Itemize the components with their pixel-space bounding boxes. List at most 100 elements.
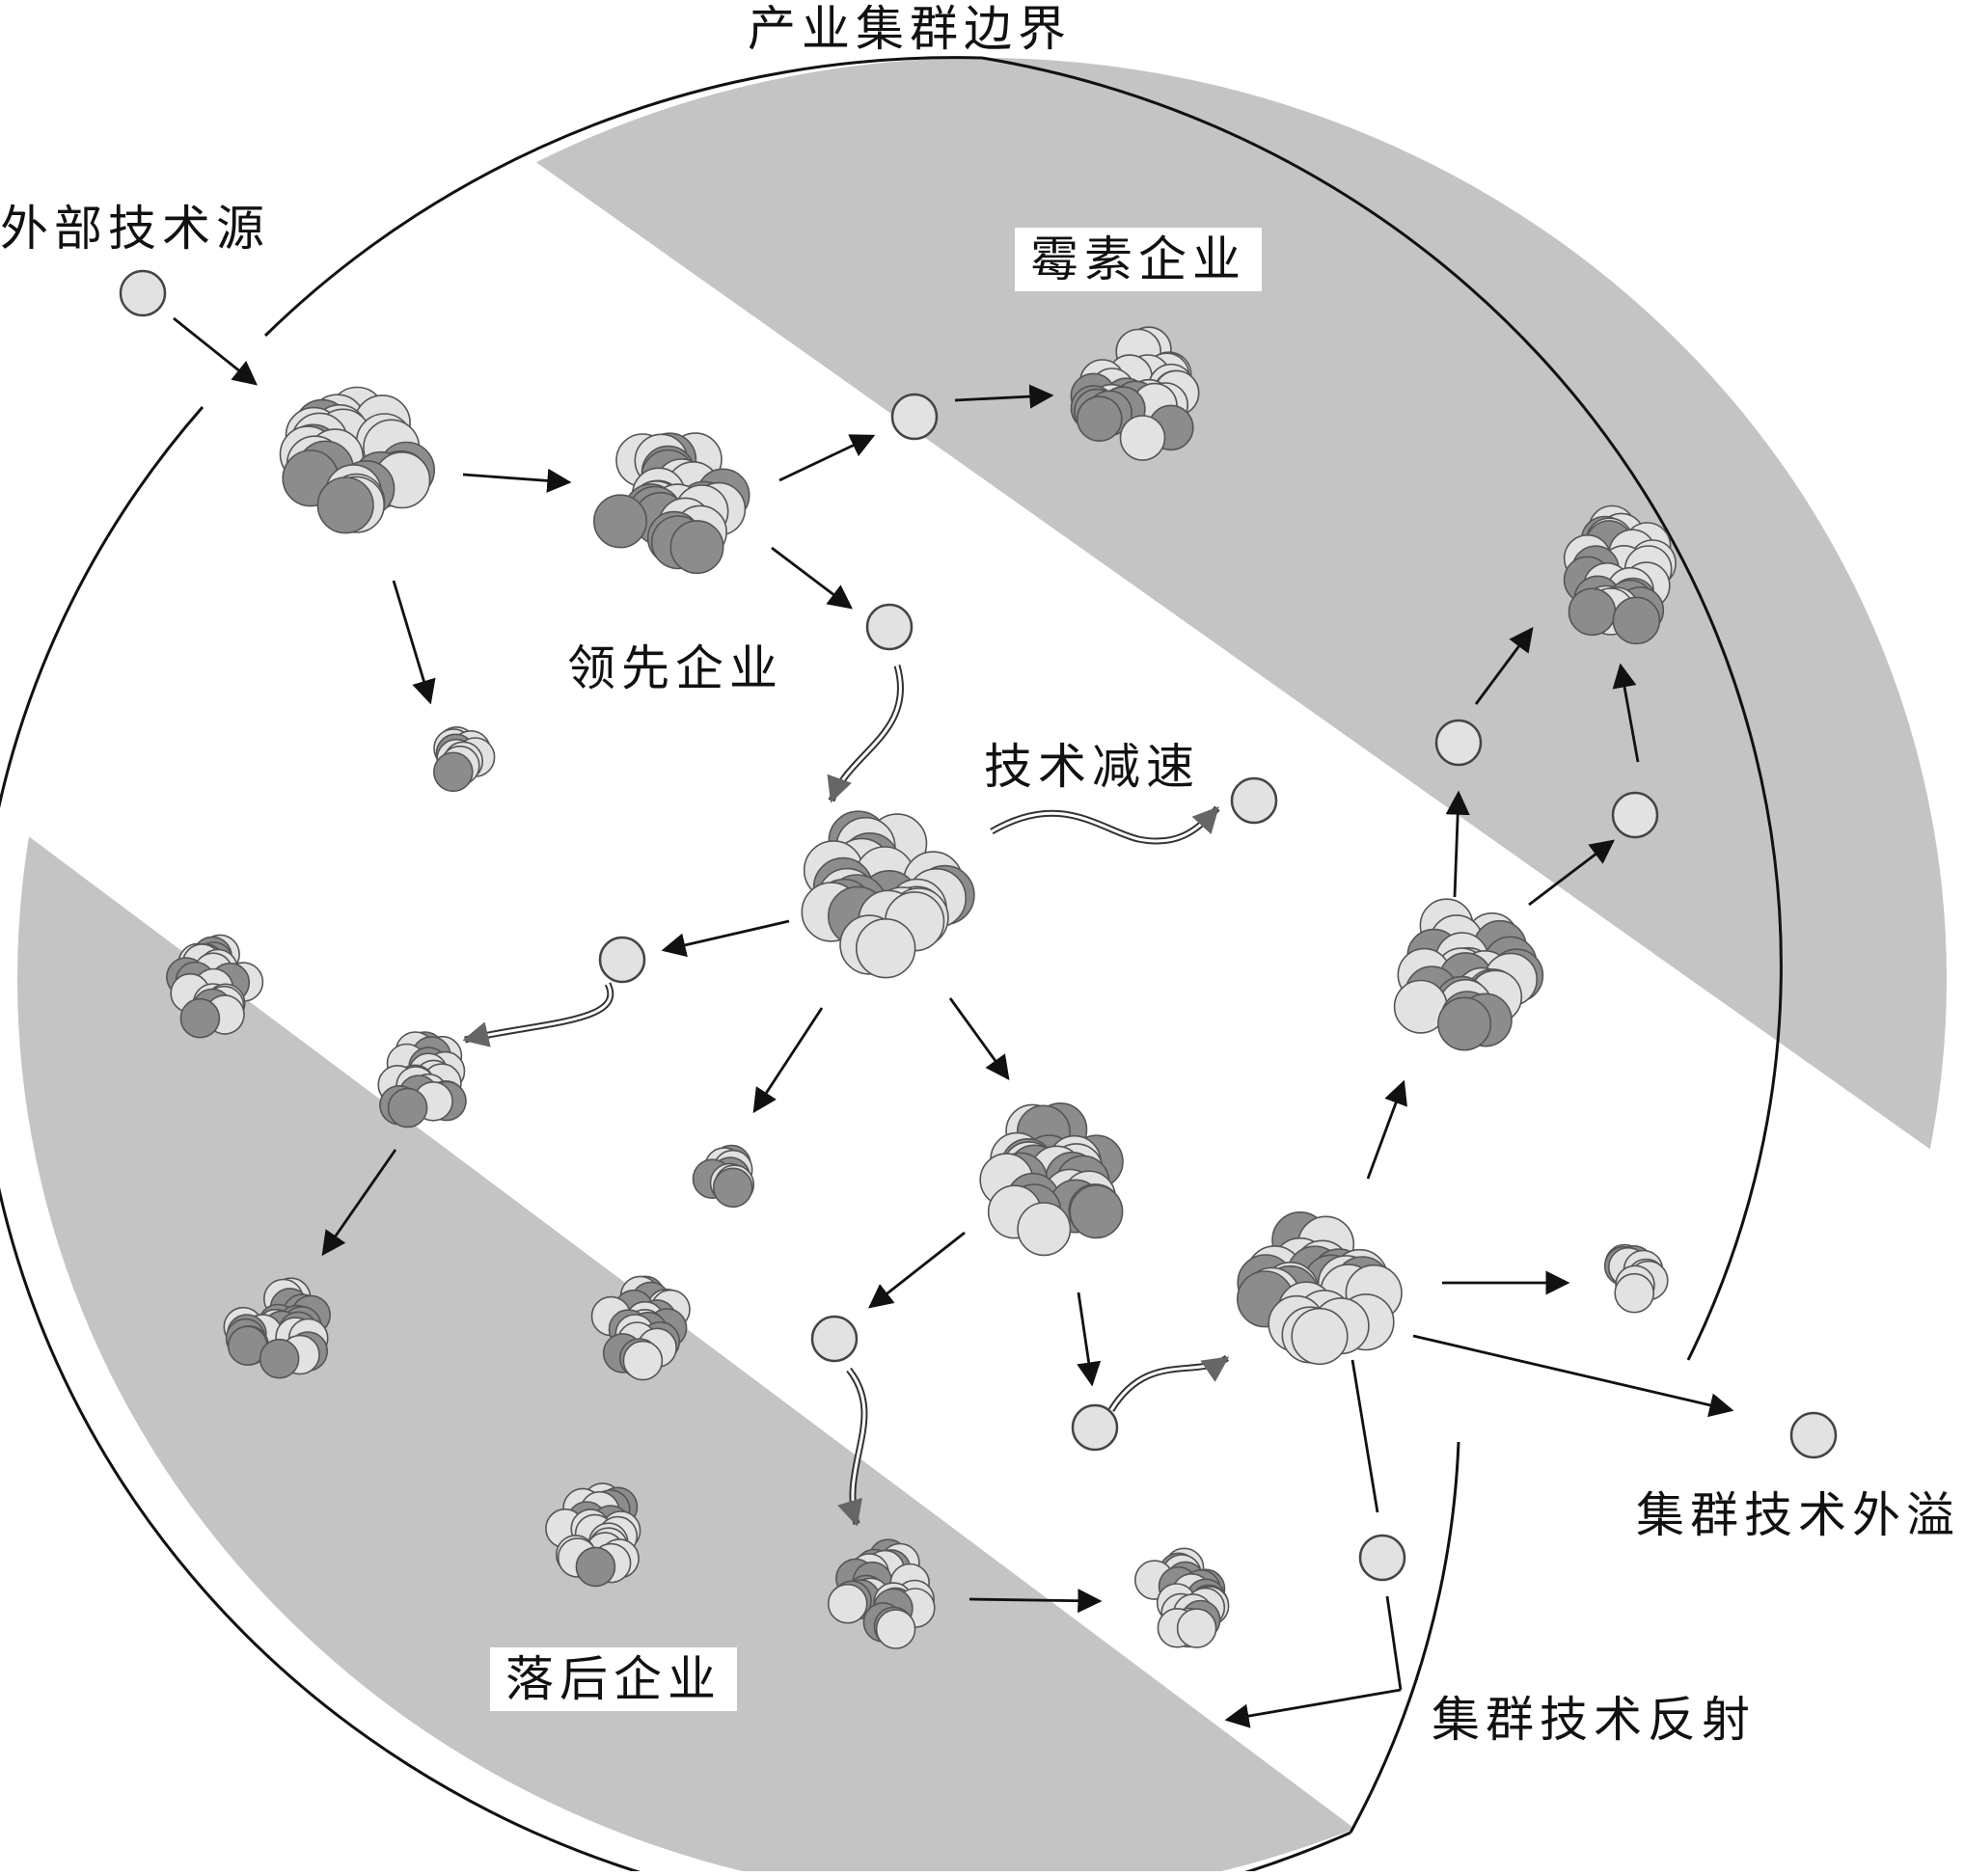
boundary-arc-right [981,56,1783,1361]
cluster-small-right [1603,1243,1669,1314]
arrow-center-to-left-node [661,919,790,958]
cluster-center-lower [979,1102,1124,1257]
arrow-center-to-small [752,1007,824,1114]
arrow-lower-down [1077,1291,1102,1387]
cluster-lagging-top-left [166,934,264,1039]
arrow-reflection-to-lagging [1224,1688,1402,1728]
arrow-right-to-spillover-up [1445,790,1470,898]
arrow-second-to-node [778,434,876,482]
arrow-lower-to-node [868,1231,966,1309]
label-cluster-boundary: 产业集群边界 [748,1,1072,57]
firm-sphere [669,520,724,575]
arrow-right-to-spillover-right [1528,839,1616,907]
arrow-second-to-node-b [771,546,854,610]
wave-down-to-lagging [837,1367,868,1527]
firm-sphere [1077,395,1123,443]
wave-node-to-right [1108,1355,1230,1412]
node-spillover-right [1611,791,1659,839]
label-tech-lag-firms: 霉素企业 [1015,228,1262,291]
cluster-right-large [1393,898,1544,1051]
cluster-tech-lag-right [1563,504,1677,645]
boundary-arc-bottom-left [0,406,1351,1876]
node-down-branch [810,1315,859,1363]
firm-sphere [1612,596,1661,645]
cluster-leading-second [592,432,750,575]
arrow-source-to-leading [173,316,258,386]
firm-sphere [179,997,221,1039]
cluster-lagging-mid [377,1031,467,1128]
cluster-small-center [692,1144,755,1209]
technology-nodes [119,269,1838,1582]
reflection-line-lower [1385,1595,1403,1691]
boundary-arc-top-left [263,56,983,338]
cluster-lagging-center [590,1275,691,1381]
label-cluster-reflection: 集群技术反射 [1432,1692,1756,1748]
firm-sphere [622,1340,664,1381]
arrow-to-cluster-spillover [1412,1334,1734,1418]
firm-clusters [166,326,1677,1649]
cluster-boundary [0,56,1783,1876]
arrow-leading-to-small [392,580,436,705]
label-cluster-spillover: 集群技术外溢 [1636,1487,1960,1543]
firm-sphere [855,917,916,979]
node-cluster-spillover [1789,1411,1838,1459]
firm-sphere [1614,1272,1654,1314]
upper-band [386,58,1947,1244]
wave-left-to-lagging [462,982,614,1047]
node-reflection [1358,1534,1406,1582]
cluster-lagging-bottom-right [1134,1547,1230,1648]
wave-slowdown [990,805,1220,845]
node-external-source [119,269,167,317]
node-from-leading [865,603,914,651]
firm-sphere [387,1087,428,1128]
arrow-node-to-tech-lag [954,384,1054,409]
firm-sphere [712,1167,753,1209]
label-leading-firms: 领先企业 [567,640,783,696]
cluster-lagging-left [223,1277,332,1379]
node-tech-slowdown [1230,776,1278,825]
node-to-tech-lag [890,393,939,441]
boundary-arc-bottom-right [1349,1441,1460,1834]
label-external-source: 外部技术源 [0,201,270,257]
node-spillover-up [1434,719,1483,767]
cluster-right-lower [1236,1210,1403,1366]
arrow-right-lower-up [1366,1079,1407,1180]
arrow-spillover-up-to-cluster [1474,626,1534,705]
firm-sphere [432,751,474,793]
arrow-leading-to-second [462,468,572,493]
cluster-small-mid-left [432,725,496,793]
firm-sphere [1568,587,1617,637]
firm-sphere [1119,415,1166,461]
firm-sphere [592,494,647,549]
firm-sphere [1017,1202,1072,1257]
wavy-arrows [462,665,1230,1527]
node-wave-source [1071,1403,1119,1452]
firm-sphere [1069,1184,1124,1239]
arrow-lagging-bottom-to-right [968,1589,1103,1614]
label-lagging-firms: 落后企业 [490,1647,737,1711]
firm-sphere [1291,1307,1349,1366]
arrows [173,316,1734,1728]
wave-node-to-center [827,665,905,803]
firm-sphere [827,1583,868,1624]
firm-sphere [316,476,374,534]
cluster-lagging-bottom-left [545,1482,641,1588]
cluster-center-large [801,810,975,979]
firm-sphere [575,1546,616,1588]
firm-sphere [1176,1608,1217,1648]
firm-sphere [259,1338,300,1379]
arrow-spillover-right-to-cluster [1612,663,1640,763]
firm-sphere [1437,996,1492,1051]
cluster-lagging-bottom [827,1538,936,1649]
label-tech-slowdown: 技术减速 [984,739,1200,795]
cluster-tech-lag-top [1070,326,1200,461]
arrow-lagging-down [321,1149,397,1257]
node-left-branch [598,936,646,984]
cluster-leading-entry [279,386,436,534]
arrow-center-to-lower [948,997,1010,1081]
firm-sphere [875,1609,916,1649]
reflection-line-upper [1350,1359,1379,1513]
